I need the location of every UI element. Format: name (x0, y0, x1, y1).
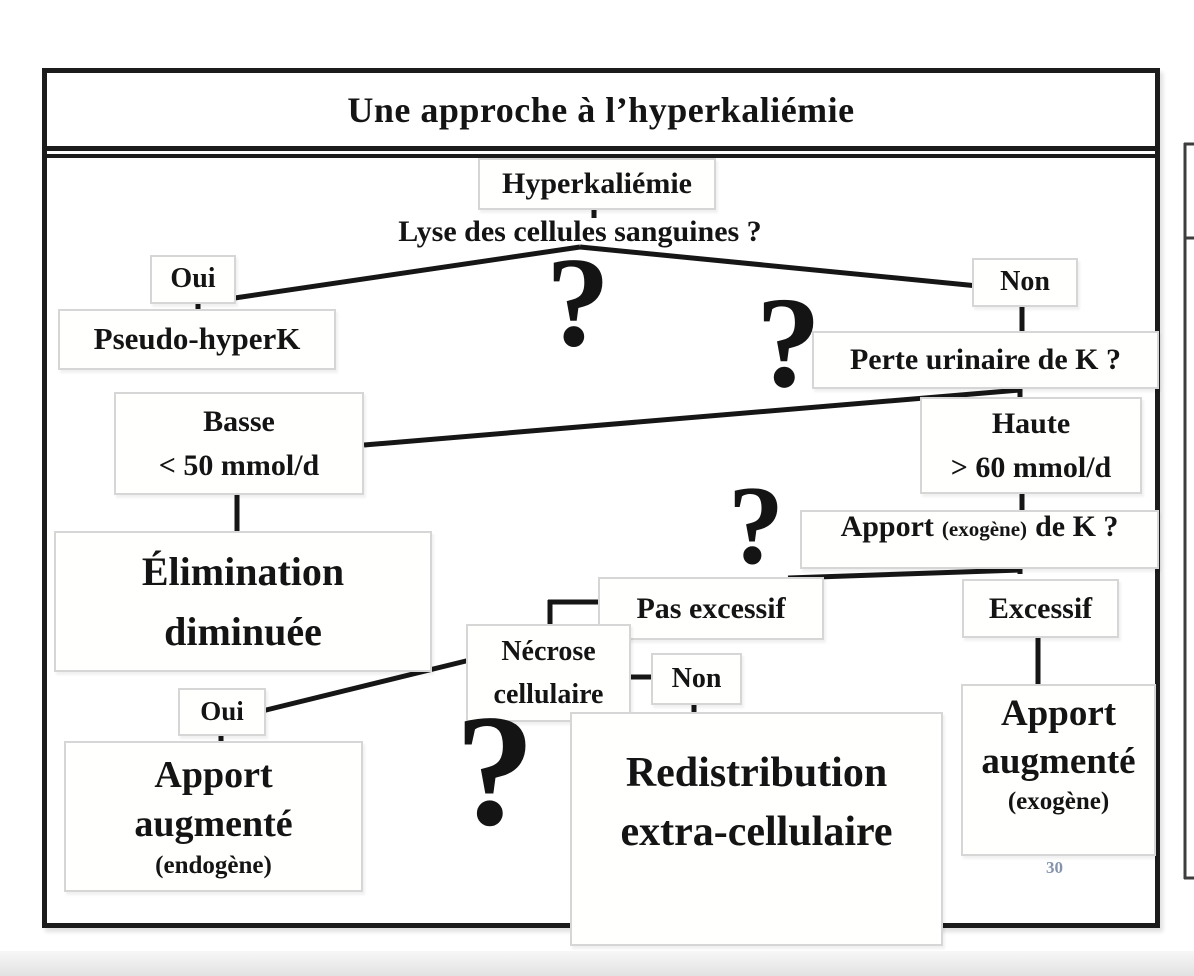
node-redistribution-line1: Redistribution (625, 750, 888, 796)
node-necrose-line2: cellulaire (493, 679, 604, 710)
node-elimination-diminuee: Élimination diminuée (54, 531, 432, 672)
title-separator (47, 146, 1155, 158)
node-non-necrose-label: Non (671, 662, 722, 694)
node-perte-urinaire-question: Perte urinaire de K ? (812, 331, 1159, 389)
node-apport-endogene-line1: Apport (154, 753, 273, 796)
uncertainty-question-mark-necrose: ? (455, 681, 535, 859)
node-oui-lyse-label: Oui (170, 263, 216, 295)
node-haute-line2: > 60 mmol/d (950, 450, 1112, 484)
node-basse: Basse < 50 mmol/d (114, 392, 364, 495)
node-non-lyse-label: Non (1000, 266, 1050, 298)
uncertainty-question-mark-perte: ? (756, 271, 821, 415)
node-excessif: Excessif (962, 579, 1119, 638)
node-apport-exogene-line2: augmenté (981, 741, 1136, 783)
node-basse-line2: < 50 mmol/d (158, 448, 320, 482)
next-slide-edge (1183, 142, 1194, 880)
node-perte-urinaire-label: Perte urinaire de K ? (849, 343, 1122, 377)
node-apport-exogene-line1: Apport (1000, 693, 1117, 734)
uncertainty-question-mark-lyse: ? (546, 231, 610, 373)
node-oui-lyse: Oui (150, 255, 236, 304)
node-non-lyse: Non (972, 258, 1078, 307)
slide-title-band: Une approche à l’hyperkaliémie (47, 73, 1155, 146)
node-pas-excessif-label: Pas excessif (636, 591, 786, 625)
slide-title: Une approche à l’hyperkaliémie (347, 89, 855, 130)
node-basse-line1: Basse (203, 405, 275, 438)
node-apport-augmente-exogene: Apport augmenté (exogène) (961, 684, 1156, 856)
node-hyperkaliemie: Hyperkaliémie (478, 158, 716, 210)
node-oui-necrose: Oui (178, 688, 266, 736)
node-haute: Haute > 60 mmol/d (920, 397, 1142, 494)
node-apport-augmente-endogene: Apport augmenté (endogène) (64, 741, 363, 892)
node-apport-k-paren: (exogène) (941, 517, 1028, 541)
question-lyse-cellules-label: Lyse des cellules sanguines ? (398, 215, 762, 248)
node-excessif-label: Excessif (988, 591, 1093, 625)
node-pas-excessif: Pas excessif (598, 577, 824, 640)
node-redistribution-line2: extra-cellulaire (620, 808, 893, 855)
uncertainty-question-mark-apport: ? (728, 464, 784, 588)
node-apport-exogene-sub: (exogène) (1007, 788, 1110, 816)
node-apport-k-suffix: de K ? (1035, 510, 1119, 543)
node-oui-necrose-label: Oui (200, 696, 244, 727)
question-lyse-cellules: Lyse des cellules sanguines ? (330, 215, 830, 249)
node-necrose-cellulaire: Nécrose cellulaire (466, 624, 631, 722)
page-number: 30 (1046, 858, 1063, 877)
node-pseudo-hyperk: Pseudo-hyperK (58, 309, 336, 370)
node-apport-k-prefix: Apport (840, 510, 934, 543)
node-non-necrose: Non (651, 653, 742, 705)
node-pseudo-hyperk-label: Pseudo-hyperK (93, 321, 301, 357)
node-apport-endogene-sub: (endogène) (155, 851, 272, 879)
node-apport-k-question: Apport (exogène) de K ? (800, 510, 1159, 569)
node-hyperkaliemie-label: Hyperkaliémie (502, 167, 692, 201)
node-apport-endogene-line2: augmenté (134, 803, 293, 846)
node-redistribution: Redistribution extra-cellulaire (570, 712, 943, 946)
node-elimination-line1: Élimination (141, 548, 345, 594)
node-haute-line1: Haute (991, 407, 1071, 440)
node-necrose-line1: Nécrose (501, 635, 596, 667)
viewer-bottom-strip (0, 951, 1194, 976)
node-elimination-line2: diminuée (164, 608, 322, 654)
